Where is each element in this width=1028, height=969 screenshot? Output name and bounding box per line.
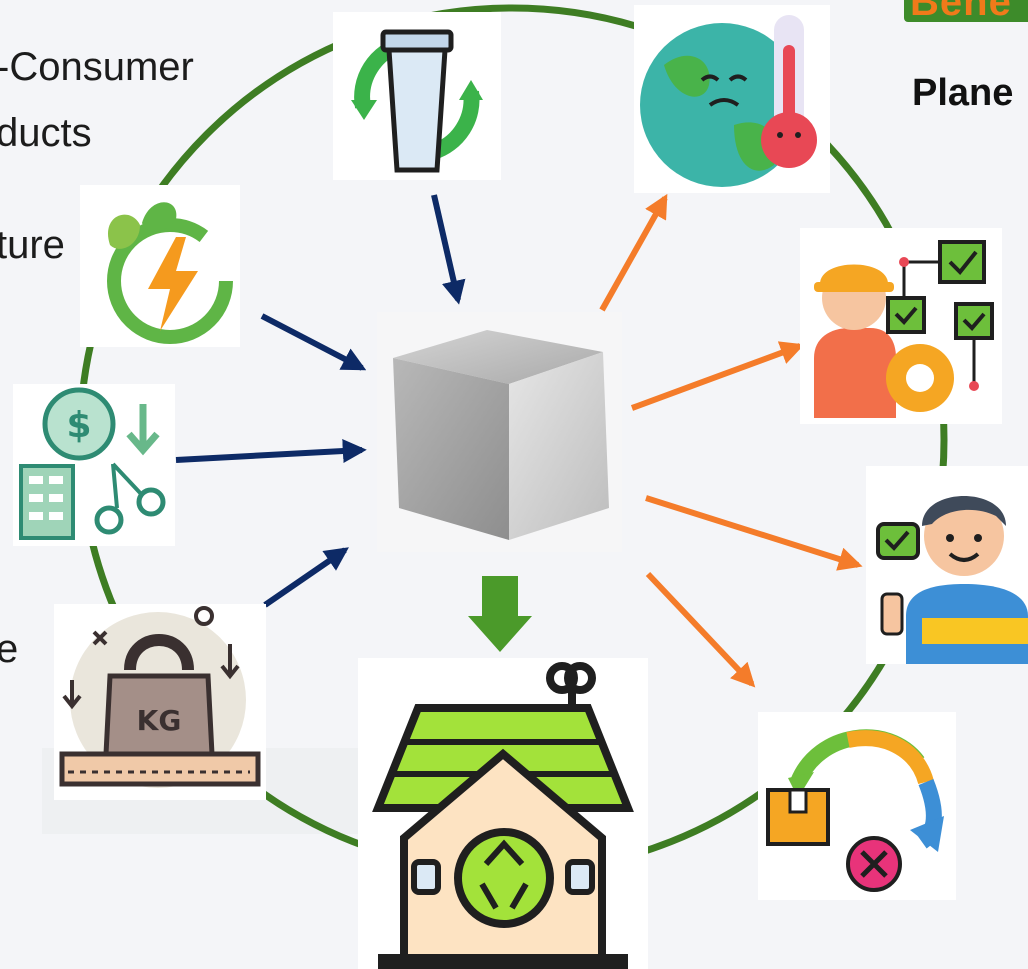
arrow-cube-to-returns [645,571,756,688]
eco-house-card [358,658,648,969]
warming-earth-card [634,5,830,193]
eco-house-icon [372,662,634,969]
green-energy-card [80,185,240,347]
returns-cycle-icon [766,729,944,892]
returns-cycle-card [758,712,956,900]
weight-kg-card: KG [54,604,266,800]
green-energy-icon [107,202,233,344]
engineer-checklist-card [800,228,1002,424]
arrow-cube-to-customer [645,495,863,571]
recycled-cup-card [333,12,501,180]
svg-text:KG: KG [137,704,182,737]
warming-earth-icon [640,15,817,187]
arrow-energy-to-cube [260,313,367,371]
weight-kg-icon: KG [59,606,261,788]
arrow-cube-to-earth [599,193,668,312]
right-title-label: Plane [912,72,1014,114]
cost-reduction-icon: $ [19,387,166,540]
metal-cube-image [393,330,609,540]
arrow-weight-to-cube [263,547,349,608]
corner-banner: Bene [904,0,1028,22]
left-mid-label: ture [0,223,65,267]
arrow-cup-to-cube [431,194,466,305]
left-bottom-label: e [0,627,19,671]
corner-banner-text: Bene [910,0,1012,22]
down-arrow [468,576,532,652]
arrow-cube-to-engineer [630,341,805,411]
arrow-cost-to-cube [175,439,367,464]
happy-customer-icon [876,496,1028,664]
left-top-label-line2: ducts [0,111,92,155]
engineer-checklist-icon [814,240,994,418]
metal-cube-card [377,312,622,552]
recycled-cup-icon [351,29,483,173]
left-top-label-line1: -Consumer [0,45,194,89]
happy-customer-card [866,466,1028,664]
cost-reduction-card: $ [13,384,175,546]
svg-text:$: $ [66,405,91,446]
